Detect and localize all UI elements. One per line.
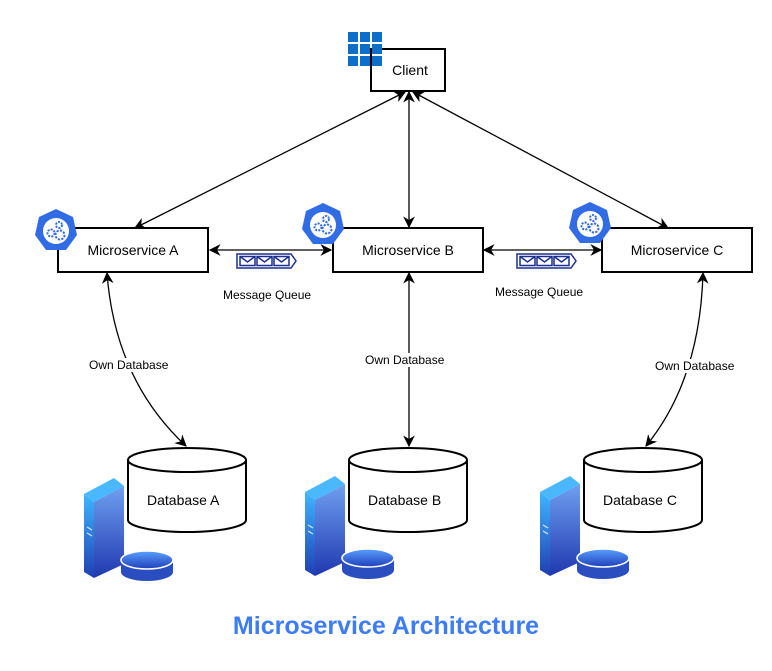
- message-queue-label: Message Queue: [494, 285, 585, 299]
- microservice-c-label: Microservice C: [630, 242, 724, 258]
- client-node[interactable]: Client: [370, 48, 446, 92]
- server-database-icon: [305, 476, 395, 579]
- microservice-b-node[interactable]: Microservice B: [332, 227, 484, 273]
- database-cylinder-b: [348, 447, 468, 533]
- kubernetes-gear-icon: [35, 209, 77, 250]
- own-database-label: Own Database: [654, 359, 736, 373]
- database-cylinder-a: [127, 447, 247, 533]
- microservice-b-label: Microservice B: [362, 242, 454, 258]
- database-b-label: Database B: [368, 492, 442, 508]
- grid-app-icon: [348, 32, 382, 66]
- microservice-c-node[interactable]: Microservice C: [601, 227, 753, 273]
- client-label: Client: [392, 62, 428, 78]
- message-queue-label: Message Queue: [222, 288, 313, 302]
- kubernetes-gear-icon: [302, 203, 344, 244]
- edge-client-service-a: [133, 91, 407, 229]
- edge-client-service-c: [411, 91, 670, 229]
- microservice-a-label: Microservice A: [87, 242, 179, 258]
- message-queue-icon: [236, 253, 297, 269]
- server-database-icon: [540, 476, 630, 579]
- own-database-label: Own Database: [88, 358, 170, 372]
- diagram-title: Microservice Architecture: [232, 612, 540, 640]
- database-cylinder-c: [583, 447, 703, 533]
- database-c-label: Database C: [603, 492, 677, 508]
- kubernetes-gear-icon: [569, 202, 611, 243]
- server-database-icon: [84, 478, 174, 581]
- own-database-label: Own Database: [364, 353, 446, 367]
- database-a-label: Database A: [147, 492, 220, 508]
- microservice-a-node[interactable]: Microservice A: [57, 227, 209, 273]
- message-queue-icon: [516, 253, 577, 269]
